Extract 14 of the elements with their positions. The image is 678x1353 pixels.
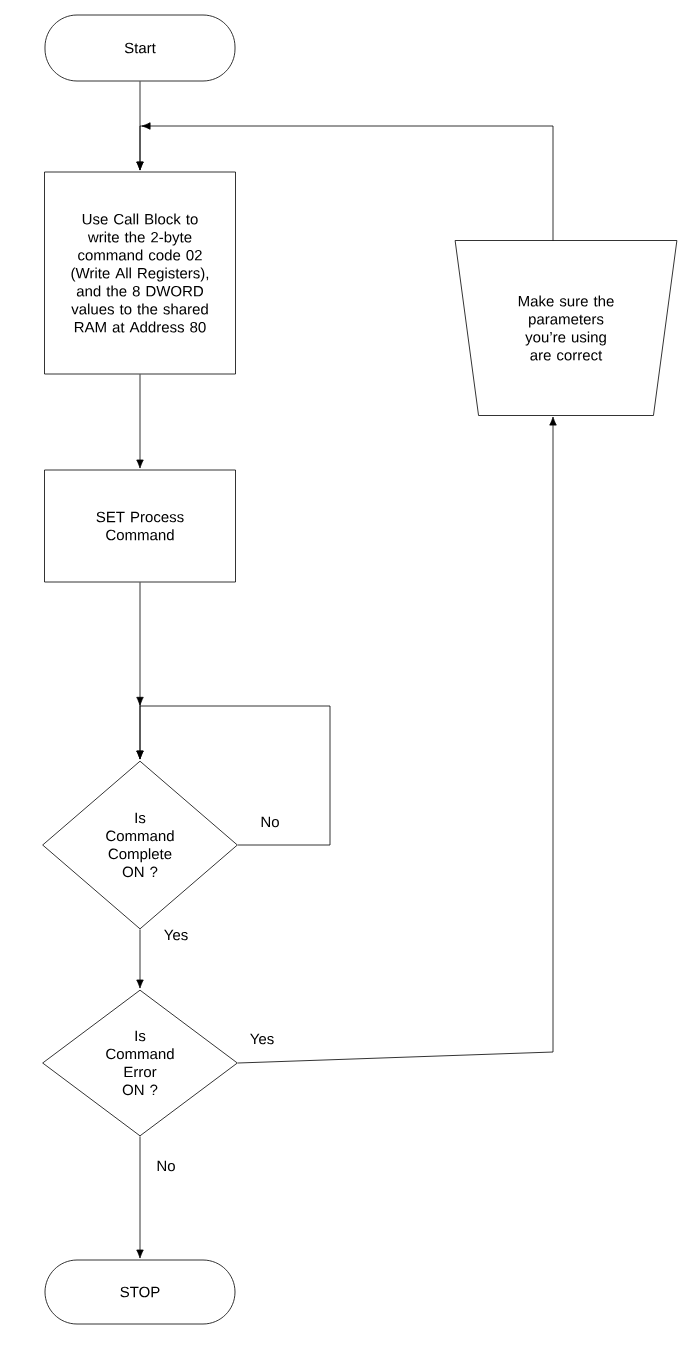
arrow: [136, 1136, 144, 1259]
arrow: [136, 696, 331, 846]
edge-label: No: [258, 814, 282, 830]
arrow: [136, 929, 144, 989]
stop-terminal: STOP: [44, 1259, 236, 1325]
edge-label: Yes: [161, 927, 191, 943]
process-box: SET Process Command: [44, 469, 236, 583]
edge-label: No: [154, 1158, 178, 1174]
process-box: Use Call Block to write the 2-byte command code 02 (Write All Registers), and the 8 DWORD values to the shared RAM at Address 80: [44, 171, 236, 375]
start-terminal: Start: [44, 14, 236, 82]
arrow: [237, 416, 557, 1064]
edge-label: Yes: [247, 1031, 277, 1047]
arrow: [136, 374, 144, 469]
arrow: [136, 122, 554, 241]
